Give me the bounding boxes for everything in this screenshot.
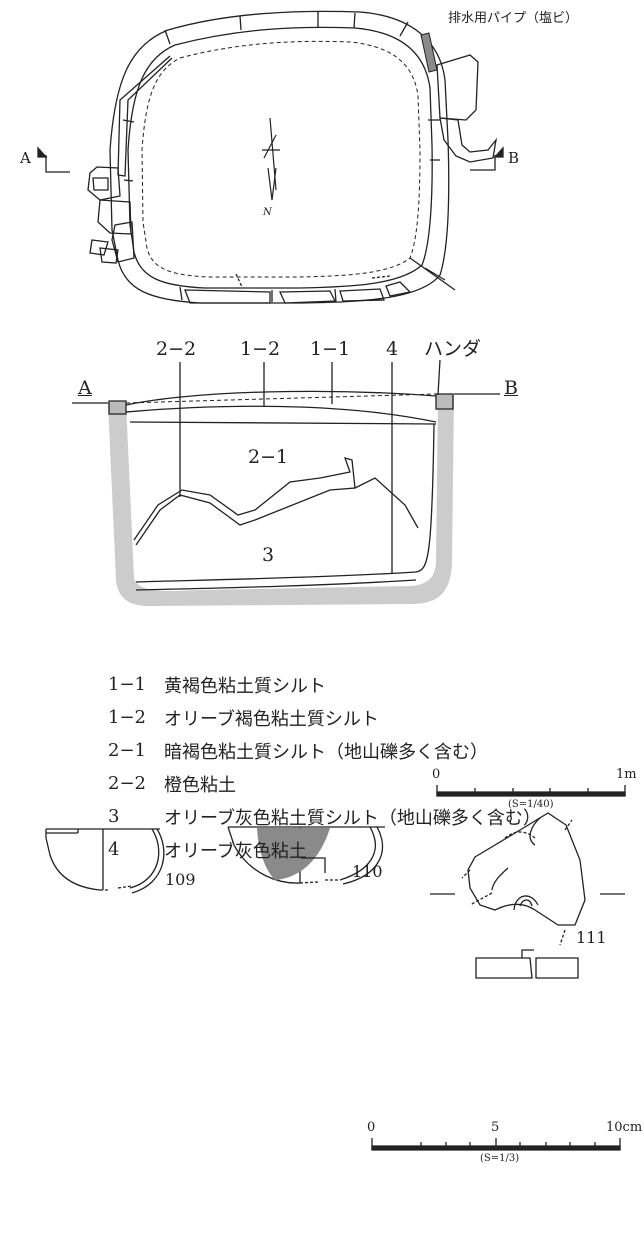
legend-code: 1−2 [108, 707, 146, 728]
legend-desc: オリーブ灰色粘土質シルト（地山礫多く含む） [164, 807, 541, 829]
pipe-label: 排水用パイプ（塩ビ） [448, 11, 579, 26]
section-marker-b [470, 146, 504, 171]
top-label-handa: ハンダ [424, 338, 482, 360]
plan-section-a-label: A [20, 149, 31, 167]
scale-bar-large [436, 785, 626, 797]
legend-code: 2−2 [108, 773, 146, 794]
scale-small-ratio: (S=1/3) [480, 1153, 520, 1164]
drain-pipe [420, 32, 438, 73]
pit-section [72, 359, 500, 606]
scale-large-end: 1m [616, 767, 637, 782]
legend-row: 1−2 オリーブ褐色粘土質シルト [108, 701, 541, 734]
top-label-1-1: 1−1 [310, 338, 351, 360]
north-arrow-icon [262, 117, 280, 201]
pit-plan [87, 10, 498, 304]
legend-row: 2−2 橙色粘土 [108, 767, 541, 800]
plan-section-b-label: B [508, 149, 520, 167]
legend-row: 1−1 黄褐色粘土質シルト [108, 668, 541, 701]
layer-label-3: 3 [262, 544, 275, 566]
north-label: N [263, 207, 272, 218]
scale-large-ratio: (S=1/40) [508, 799, 554, 810]
artifact-109 [45, 828, 165, 894]
section-a-label: A [78, 377, 92, 399]
section-marker-a [37, 146, 70, 173]
legend-code: 1−1 [108, 674, 146, 695]
legend-row: 3 オリーブ灰色粘土質シルト（地山礫多く含む） [108, 800, 541, 833]
legend-row: 4 オリーブ灰色粘土 [108, 833, 541, 866]
artifact-number-109: 109 [165, 870, 196, 889]
legend-desc: 橙色粘土 [164, 774, 236, 796]
legend-code: 2−1 [108, 740, 146, 761]
artifact-number-111: 111 [576, 928, 607, 947]
layer-legend: 1−1 黄褐色粘土質シルト 1−2 オリーブ褐色粘土質シルト 2−1 暗褐色粘土… [108, 668, 541, 866]
legend-desc: 黄褐色粘土質シルト [164, 675, 326, 697]
scale-small-mid: 5 [491, 1120, 500, 1135]
legend-desc: オリーブ灰色粘土 [164, 840, 307, 862]
top-label-4: 4 [386, 338, 399, 360]
legend-row: 2−1 暗褐色粘土質シルト（地山礫多く含む） [108, 734, 541, 767]
artifact-number-110: 110 [352, 862, 383, 881]
scale-small-end: 10cm [606, 1120, 643, 1135]
layer-label-2-1: 2−1 [248, 446, 289, 468]
top-label-2-2: 2−2 [156, 338, 197, 360]
legend-code: 4 [108, 839, 120, 860]
legend-desc: 暗褐色粘土質シルト（地山礫多く含む） [164, 741, 488, 763]
scale-bar-small [371, 1138, 621, 1151]
section-b-label: B [504, 377, 518, 399]
scale-small-start: 0 [367, 1120, 376, 1135]
legend-desc: オリーブ褐色粘土質シルト [164, 708, 379, 730]
scale-large-start: 0 [432, 767, 441, 782]
top-label-1-2: 1−2 [240, 338, 281, 360]
legend-code: 3 [108, 806, 120, 827]
artifact-110 [227, 826, 385, 885]
artifact-111 [430, 812, 625, 979]
